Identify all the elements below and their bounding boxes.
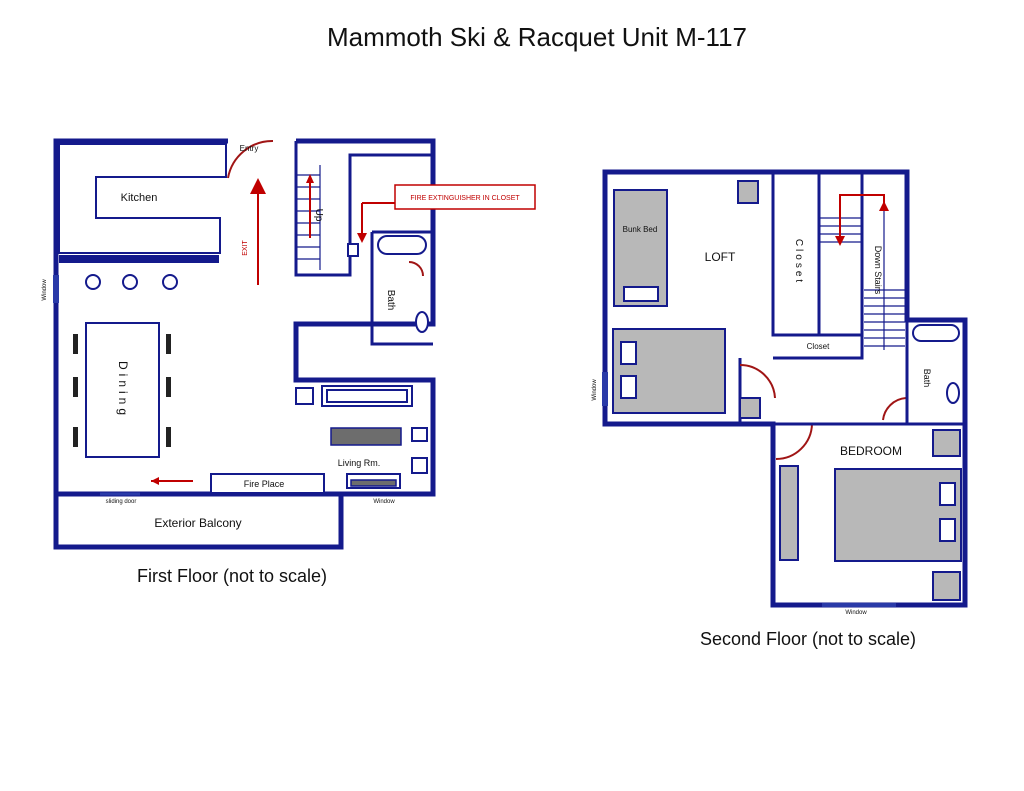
window-marker [53, 275, 59, 303]
entry-door [227, 139, 274, 179]
dining-label: Dining [116, 361, 130, 419]
first-floor-window-left-label: Window [42, 279, 48, 301]
bunk-bed-label: Bunk Bed [623, 225, 658, 234]
kitchen-label: Kitchen [121, 192, 158, 204]
second-floor-plan: Bunk Bed LOFT Closet Down Stairs Closet … [592, 169, 968, 616]
sliding-door-arrow [151, 477, 159, 485]
coffee-table [330, 427, 402, 446]
small-closet-label: Closet [807, 342, 830, 351]
fire-extinguisher-note-box [394, 184, 536, 210]
loft-label: LOFT [705, 250, 736, 264]
page-title: Mammoth Ski & Racquet Unit M-117 [327, 22, 747, 52]
dining-chair [73, 427, 78, 447]
stairs-up-arrow-head [306, 174, 314, 183]
pillow [620, 341, 637, 365]
dining-chair [73, 377, 78, 397]
closet-label: Closet [793, 239, 804, 285]
nightstand [932, 571, 961, 601]
fire-extinguisher-icon [347, 243, 359, 257]
dresser [779, 465, 799, 561]
chair [411, 457, 428, 474]
fireplace-label: Fire Place [244, 479, 285, 489]
entry-label: Entry [240, 144, 259, 153]
chair [411, 427, 428, 442]
second-floor-stairs [819, 200, 905, 350]
kitchen-counter [58, 143, 227, 254]
pillow [620, 375, 637, 399]
extinguisher-pointer-arrow [357, 233, 367, 243]
exit-label: EXIT [242, 239, 249, 255]
sliding-door-label: sliding door [106, 499, 137, 505]
first-floor-bath-label: Bath [385, 290, 396, 311]
bath-door [408, 261, 424, 277]
bedroom-door [775, 423, 813, 460]
window-marker [602, 372, 608, 406]
nightstand [737, 180, 759, 204]
toilet [415, 311, 429, 333]
dining-chair [73, 334, 78, 354]
dining-chair [166, 377, 171, 397]
second-floor-window-bottom-label: Window [845, 610, 867, 616]
bath-door [882, 397, 907, 421]
fire-extinguisher-note: FIRE EXTINGUISHER IN CLOSET [410, 195, 520, 202]
bedroom-label: BEDROOM [840, 444, 902, 458]
pillow [939, 518, 956, 542]
down-stairs-label: Down Stairs [873, 246, 883, 295]
living-room-label: Living Rm. [338, 458, 381, 468]
pillow [939, 482, 956, 506]
exterior-balcony-label: Exterior Balcony [154, 516, 241, 530]
first-floor-window-bottom-label: Window [373, 499, 395, 505]
bar-stool [162, 274, 178, 290]
exit-arrow-icon [250, 178, 266, 194]
nightstand [932, 429, 961, 457]
second-floor-window-left-label: Window [592, 379, 598, 401]
side-table [295, 387, 314, 405]
down-stairs-arrow-head [835, 236, 845, 246]
second-floor-caption: Second Floor (not to scale) [700, 629, 916, 649]
dining-chair [166, 427, 171, 447]
exterior-balcony [53, 491, 344, 550]
stairs-up-label: Up [313, 209, 324, 222]
sofa-cushion [326, 389, 408, 403]
dining-chair [166, 334, 171, 354]
bathtub [377, 235, 427, 255]
dining-table [85, 322, 160, 458]
bar-stool [122, 274, 138, 290]
first-floor-plan: Kitchen Entry EXIT FIRE EXTINGUISHER IN … [42, 138, 536, 550]
down-stairs-arrow-head [879, 201, 889, 211]
kitchen-bar [59, 255, 219, 263]
pillow [623, 286, 659, 302]
nightstand [739, 397, 761, 419]
fireplace [210, 473, 325, 494]
second-floor-bath-label: Bath [922, 369, 932, 388]
bar-stool [85, 274, 101, 290]
tv [350, 479, 397, 487]
first-floor-stairs [296, 165, 321, 270]
first-floor-bath-wall [370, 230, 433, 346]
toilet [946, 382, 960, 404]
first-floor-caption: First Floor (not to scale) [137, 566, 327, 586]
second-floor-outer-wall [602, 169, 968, 608]
loft-door [739, 363, 776, 399]
bathtub [912, 324, 960, 342]
stairwell-wall [294, 141, 433, 277]
